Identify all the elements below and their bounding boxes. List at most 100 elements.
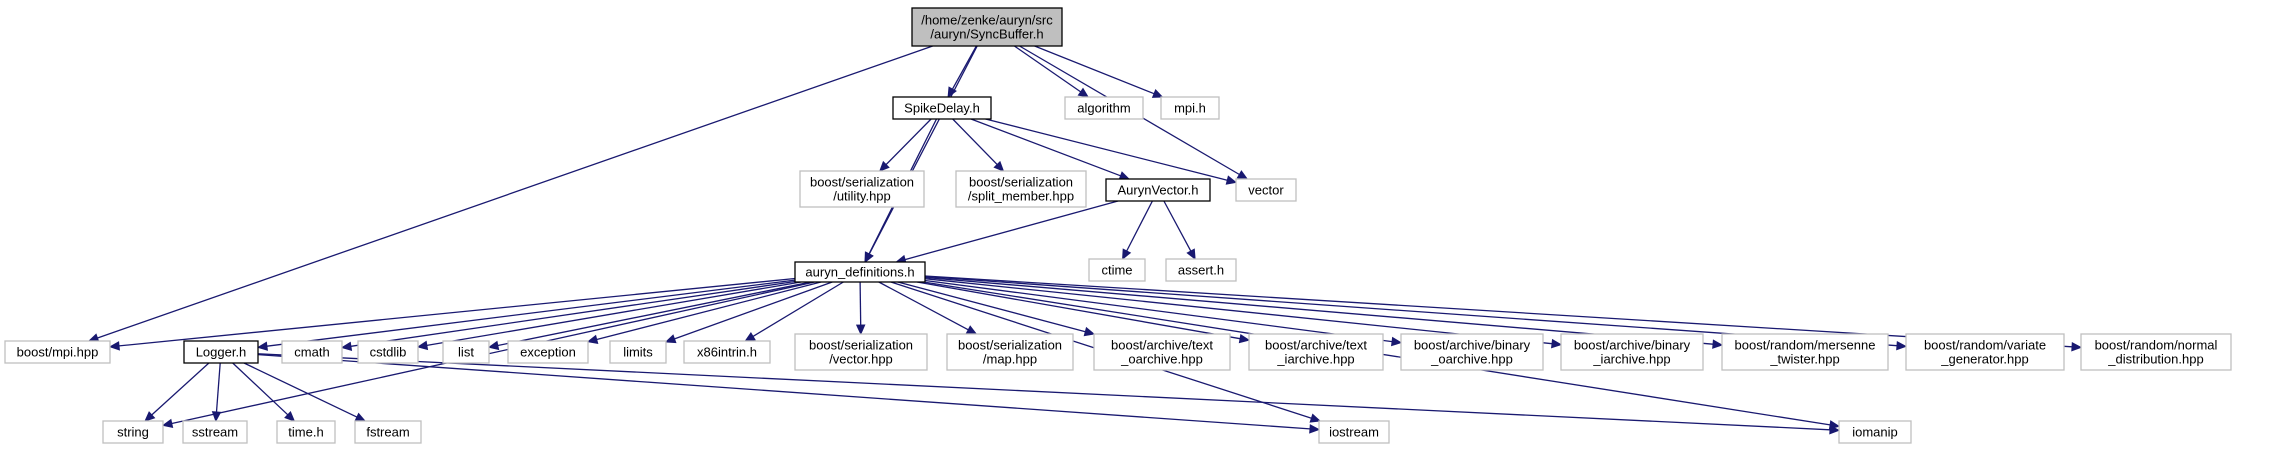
node-label: boost/random/normal [2095,338,2218,353]
edge-logger-to-iomanip [257,353,1841,435]
edge-spikedelay-to-vector [985,118,1238,185]
edge-defs-to-binary_iarchive [924,278,1563,349]
edge-defs-to-binary_oarchive [924,279,1403,347]
node-label: cstdlib [370,345,407,360]
node-normal: boost/random/normal_distribution.hpp [2080,333,2232,371]
edge-defs-to-text_iarchive [916,281,1251,344]
edge-defs-to-x86intrin [744,281,844,342]
node-label: Logger.h [196,345,247,360]
node-ser-split: boost/serialization/split_member.hpp [955,170,1087,208]
node-algorithm: algorithm [1064,96,1144,120]
node-label: /map.hpp [983,352,1037,367]
node-time-h: time.h [276,420,336,444]
node-box [794,261,926,283]
node-iomanip: iomanip [1838,420,1912,444]
node-syncbuffer[interactable]: /home/zenke/auryn/src/auryn/SyncBuffer.h [911,7,1063,47]
node-ser-vector: boost/serialization/vector.hpp [794,333,928,371]
node-exception: exception [507,340,589,364]
node-label: auryn_definitions.h [805,265,914,280]
node-label: boost/archive/text [1265,338,1367,353]
node-box [1093,333,1231,371]
node-box [281,340,343,364]
node-label: list [458,345,474,360]
node-ser-utility: boost/serialization/utility.hpp [799,170,925,208]
node-label: boost/archive/binary [1414,338,1531,353]
node-label: boost/mpi.hpp [17,345,99,360]
node-label: /auryn/SyncBuffer.h [930,27,1043,42]
node-label: x86intrin.h [697,345,757,360]
node-box [1105,178,1211,202]
node-box [507,340,589,364]
edge-logger-to-iostream [257,353,1321,434]
node-binary-iarchive: boost/archive/binary_iarchive.hpp [1560,333,1704,371]
node-box [1838,420,1912,444]
node-label: time.h [288,425,323,440]
node-binary-oarchive: boost/archive/binary_oarchive.hpp [1400,333,1544,371]
node-string: string [102,420,164,444]
node-label: limits [623,345,653,360]
node-label: string [117,425,149,440]
node-label: /vector.hpp [829,352,893,367]
node-cmath: cmath [281,340,343,364]
node-label: boost/archive/binary [1574,338,1691,353]
node-label: exception [520,345,576,360]
edge-syncbuffer-to-boost_mpi [87,45,933,343]
node-label: vector [1248,183,1284,198]
node-box [794,333,928,371]
node-label: algorithm [1077,101,1130,116]
node-box [892,96,992,120]
node-logger[interactable]: Logger.h [183,340,259,364]
node-spikedelay[interactable]: SpikeDelay.h [892,96,992,120]
node-label: boost/archive/text [1111,338,1213,353]
node-label: AurynVector.h [1118,183,1199,198]
edge-spikedelay-to-ser_split [952,118,1005,172]
node-box [1905,333,2065,371]
node-aurynvector[interactable]: AurynVector.h [1105,178,1211,202]
node-boost-mpi: boost/mpi.hpp [4,340,111,364]
edge-defs-to-cmath [340,280,796,351]
edge-logger-to-fstream [243,362,367,422]
node-box [955,170,1087,208]
edge-defs-to-cstdlib [416,281,802,351]
node-box [354,420,422,444]
node-label: _distribution.hpp [2107,352,2203,367]
node-list: list [442,340,490,364]
node-defs[interactable]: auryn_definitions.h [794,261,926,283]
node-fstream: fstream [354,420,422,444]
node-text-oarchive: boost/archive/text_oarchive.hpp [1093,333,1231,371]
node-label: _twister.hpp [1769,352,1839,367]
node-mpi-h: mpi.h [1160,96,1220,120]
node-x86intrin: x86intrin.h [683,340,771,364]
edge-logger-to-sstream [211,362,222,423]
node-box [1165,258,1237,282]
node-label: fstream [366,425,409,440]
node-box [442,340,490,364]
node-sstream: sstream [182,420,248,444]
node-box [609,340,667,364]
edge-aurynvector-to-ctime [1122,200,1153,261]
node-label: _iarchive.hpp [1276,352,1354,367]
node-box [1235,178,1297,202]
node-label: iostream [1329,425,1379,440]
node-ctime: ctime [1088,258,1146,282]
node-label: sstream [192,425,238,440]
node-limits: limits [609,340,667,364]
node-ser-map: boost/serialization/map.hpp [946,333,1074,371]
node-label: assert.h [1178,263,1224,278]
node-text-iarchive: boost/archive/text_iarchive.hpp [1248,333,1384,371]
node-box [1318,420,1390,444]
edge-defs-to-ser_vector [855,281,866,336]
node-iostream: iostream [1318,420,1390,444]
edge-logger-to-string [144,362,210,422]
node-box [276,420,336,444]
node-label: boost/serialization [809,338,913,353]
node-box [683,340,771,364]
node-box [911,7,1063,47]
edge-syncbuffer-to-spikedelay [947,45,977,99]
edge-defs-to-exception [586,281,822,345]
edge-defs-to-list [487,281,811,351]
node-box [1064,96,1144,120]
node-box [1248,333,1384,371]
node-box [2080,333,2232,371]
